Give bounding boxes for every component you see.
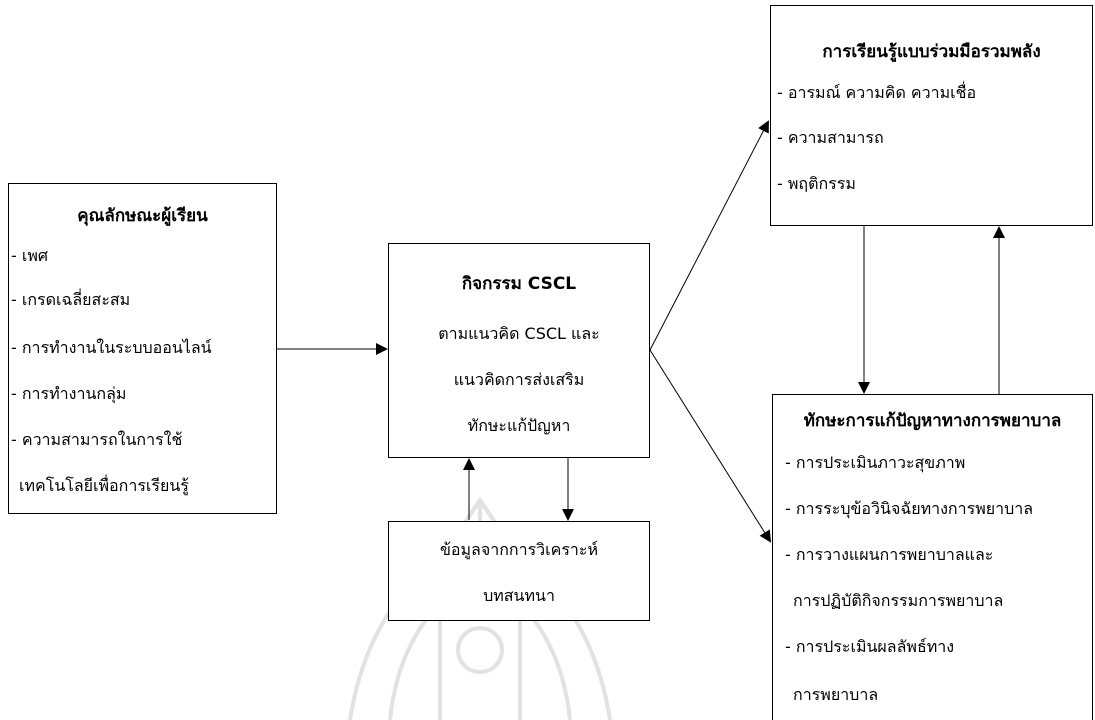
- cscl-line: ตามแนวคิด CSCL และ: [438, 324, 600, 343]
- learner-item: - การทำงานกลุ่ม: [11, 384, 127, 403]
- nursing-item: - การระบุข้อวินิจฉัยทางการพยาบาล: [785, 499, 1034, 518]
- learner-item: - เกรดเฉลี่ยสะสม: [11, 290, 131, 309]
- learner-characteristics-box: คุณลักษณะผู้เรียน - เพศ - เกรดเฉลี่ยสะสม…: [8, 183, 277, 514]
- nursing-item: - การวางแผนการพยาบาลและ: [785, 545, 994, 564]
- learner-item: - เพศ: [11, 246, 49, 265]
- collab-item: - พฤติกรรม: [777, 174, 856, 193]
- collab-item: - อารมณ์ ความคิด ความเชื่อ: [777, 83, 977, 102]
- conversation-analysis-box: ข้อมูลจากการวิเคราะห์ บทสนทนา: [388, 521, 650, 621]
- nursing-item: การพยาบาล: [793, 685, 879, 704]
- nursing-item: การปฏิบัติกิจกรรมการพยาบาล: [793, 591, 1004, 610]
- nursing-problem-solving-box: ทักษะการแก้ปัญหาทางการพยาบาล - การประเมิ…: [772, 394, 1093, 720]
- learner-item: - ความสามารถในการใช้: [11, 430, 183, 449]
- arrow-cscl-to-nursing: [649, 349, 772, 543]
- cscl-activity-box: กิจกรรม CSCL ตามแนวคิด CSCL และ แนวคิดกา…: [388, 243, 650, 458]
- collab-item: - ความสามารถ: [777, 128, 884, 147]
- learner-item: - การทำงานในระบบออนไลน์: [11, 338, 212, 357]
- cscl-line: ทักษะแก้ปัญหา: [467, 416, 571, 435]
- cscl-line: แนวคิดการส่งเสริม: [453, 370, 585, 389]
- nursing-title: ทักษะการแก้ปัญหาทางการพยาบาล: [803, 411, 1062, 431]
- analysis-line: บทสนทนา: [483, 586, 555, 605]
- nursing-item: - การประเมินภาวะสุขภาพ: [785, 453, 966, 472]
- analysis-line: ข้อมูลจากการวิเคราะห์: [439, 540, 599, 559]
- learner-item: เทคโนโลยีเพื่อการเรียนรู้: [19, 476, 189, 495]
- learner-title: คุณลักษณะผู้เรียน: [77, 206, 208, 226]
- arrow-cscl-to-collab: [649, 120, 769, 351]
- cscl-title: กิจกรรม CSCL: [461, 274, 577, 294]
- collaborative-learning-box: การเรียนรู้แบบร่วมมือรวมพลัง - อารมณ์ คว…: [770, 5, 1093, 226]
- collab-title: การเรียนรู้แบบร่วมมือรวมพลัง: [822, 42, 1041, 62]
- nursing-item: - การประเมินผลลัพธ์ทาง: [785, 637, 955, 656]
